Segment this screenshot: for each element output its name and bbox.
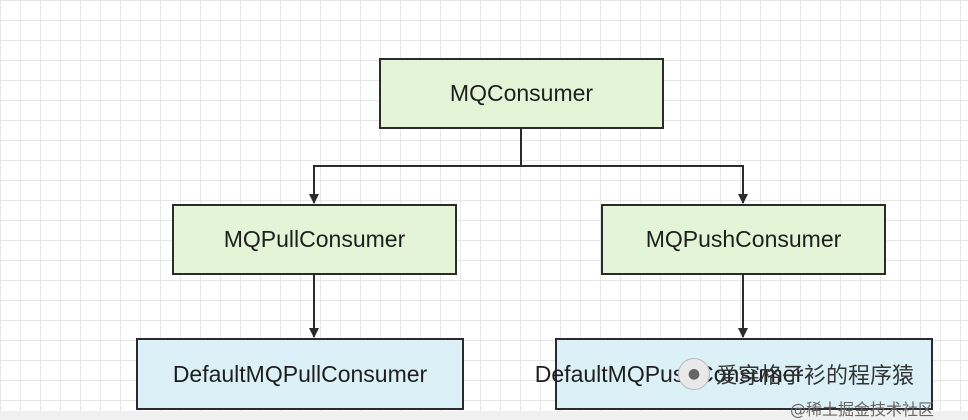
node-label: MQConsumer <box>449 80 594 106</box>
edge-root-to-push <box>521 165 748 204</box>
node-label: MQPullConsumer <box>223 226 406 252</box>
edge-root-to-pull <box>309 129 522 204</box>
node-defaultmqpullconsumer: DefaultMQPullConsumer <box>136 338 464 410</box>
node-mqpushconsumer: MQPushConsumer <box>601 204 886 275</box>
node-label: DefaultMQPullConsumer <box>172 360 428 387</box>
watermark: ● 爱穿格子衫的程序猿 <box>678 358 914 390</box>
node-defaultmqpushconsumer: DefaultMQPushConsumer <box>535 338 933 410</box>
watermark-source: @稀土掘金技术社区 <box>790 400 935 419</box>
node-mqconsumer: MQConsumer <box>379 58 664 129</box>
node-label: MQPushConsumer <box>645 226 842 252</box>
wechat-logo-icon: ● <box>678 358 710 390</box>
node-label: DefaultMQPushConsumer <box>534 360 804 387</box>
bottom-border <box>0 411 968 420</box>
node-mqpullconsumer: MQPullConsumer <box>172 204 457 275</box>
watermark-text: 爱穿格子衫的程序猿 <box>716 364 915 389</box>
